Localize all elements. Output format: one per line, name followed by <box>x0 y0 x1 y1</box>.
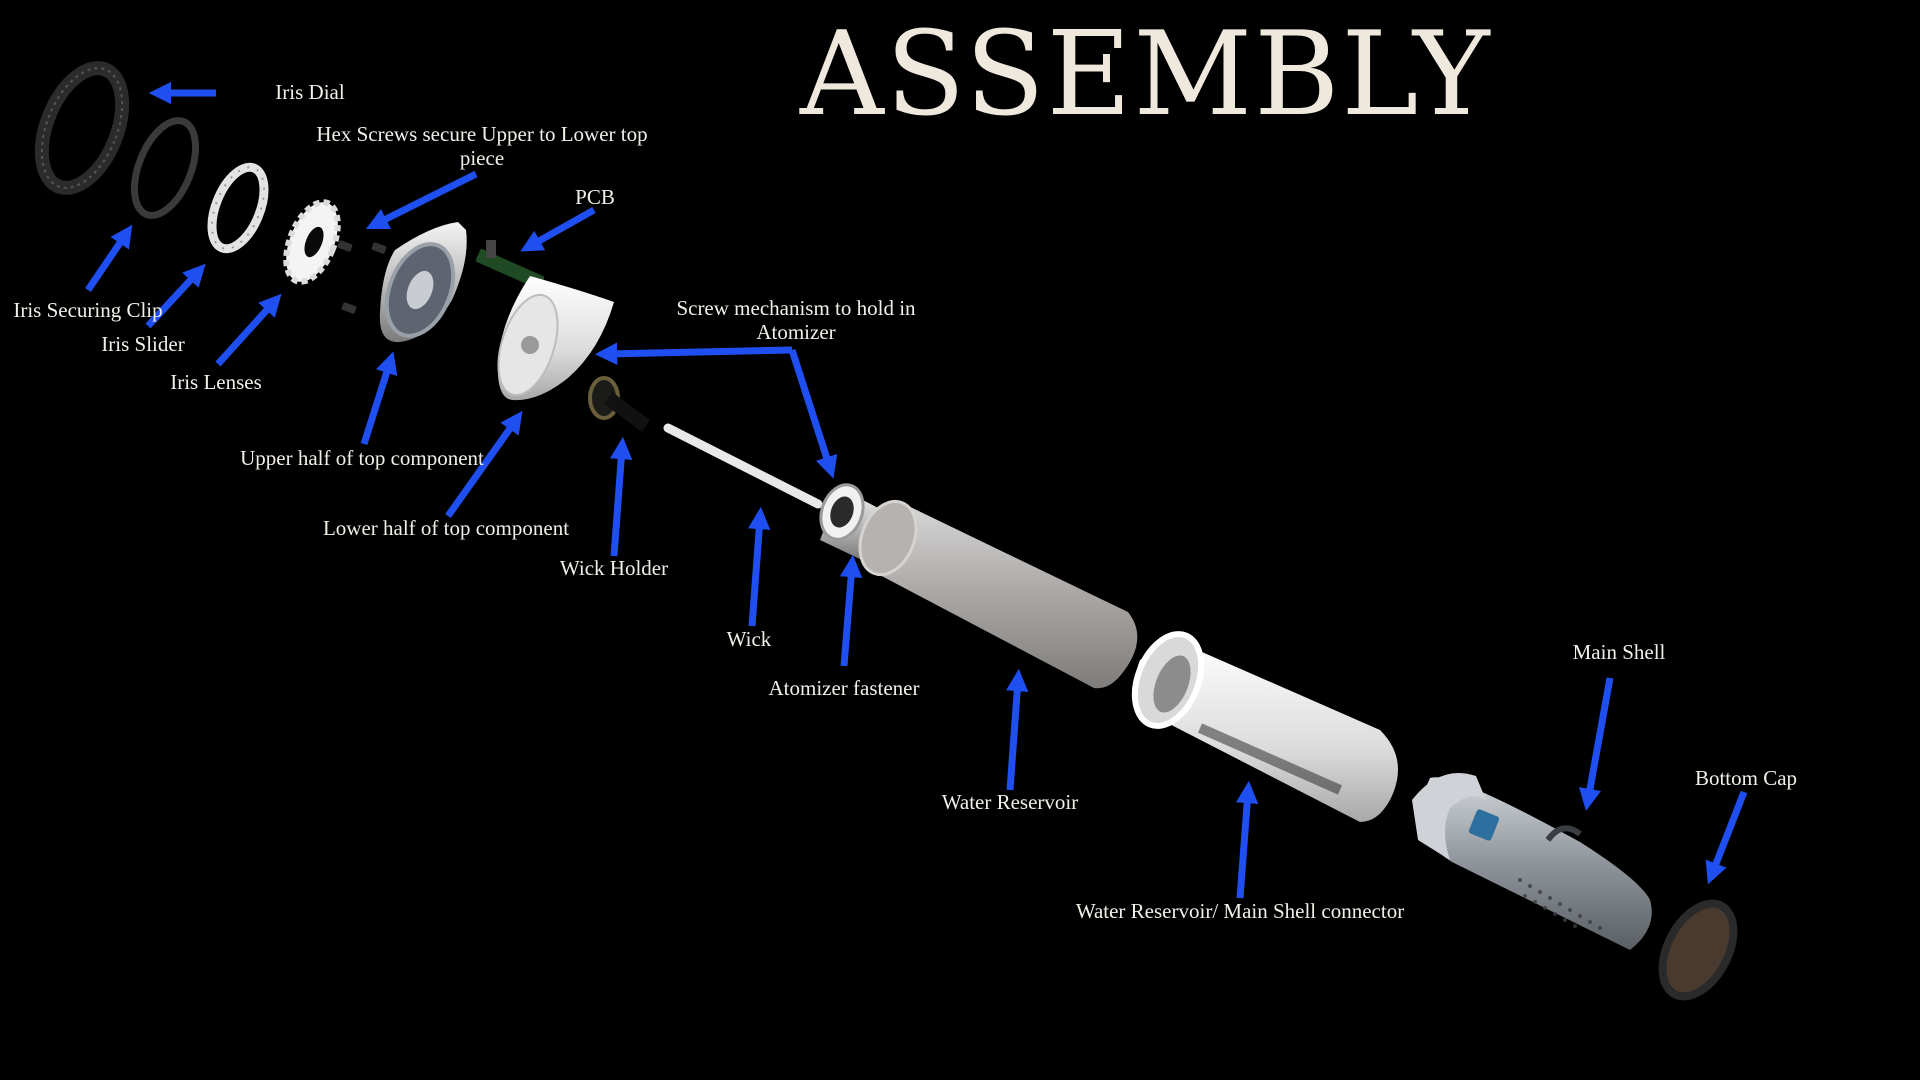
label-hex-screws: Hex Screws secure Upper to Lower top pie… <box>316 122 648 170</box>
label-water-reservoir: Water Reservoir <box>941 790 1079 814</box>
arrow-bottom-cap <box>1705 790 1748 885</box>
arrow-connector <box>1235 780 1259 899</box>
atomizer-fastener-part <box>819 483 882 560</box>
pointer-arrows <box>85 81 1748 899</box>
water-reservoir-part <box>858 499 1138 689</box>
label-iris-slider: Iris Slider <box>101 332 185 356</box>
label-connector: Water Reservoir/ Main Shell connector <box>1075 899 1405 923</box>
arrow-pcb <box>520 206 596 252</box>
hex-screws-part <box>337 240 387 314</box>
label-main-shell: Main Shell <box>1572 640 1666 664</box>
iris-dial-part <box>34 61 130 195</box>
label-lower-half: Lower half of top component <box>322 516 570 540</box>
iris-slider-part <box>207 162 269 254</box>
iris-securing-clip-part <box>130 117 200 219</box>
label-pcb: PCB <box>575 185 615 209</box>
arrow-hex-screws <box>365 170 478 230</box>
iris-lenses-part <box>283 199 341 285</box>
label-screw-mechanism: Screw mechanism to hold in Atomizer <box>676 296 916 344</box>
arrow-wick-holder <box>610 436 633 557</box>
arrow-iris-slider <box>145 263 206 329</box>
main-shell-part <box>1412 773 1652 950</box>
arrow-wick <box>748 506 771 627</box>
label-upper-half: Upper half of top component <box>240 446 484 470</box>
pcb-part <box>475 240 545 289</box>
bottom-cap-part <box>1658 899 1738 1001</box>
arrow-main-shell <box>1578 677 1614 812</box>
arrow-lower-half <box>445 410 523 519</box>
arrow-screw-mechanism <box>594 342 793 365</box>
connector-part <box>1131 631 1398 822</box>
arrow-iris-securing-clip <box>85 224 133 292</box>
label-iris-lenses: Iris Lenses <box>170 370 262 394</box>
label-iris-dial: Iris Dial <box>275 80 345 104</box>
label-iris-securing-clip: Iris Securing Clip <box>13 298 163 322</box>
label-wick: Wick <box>726 627 772 651</box>
label-atomizer-fastener: Atomizer fastener <box>768 676 920 700</box>
wick-part <box>663 423 823 509</box>
arrow-iris-lenses <box>215 293 282 367</box>
upper-half-part <box>379 222 467 343</box>
arrow-atomizer-fastener <box>839 554 863 667</box>
label-wick-holder: Wick Holder <box>559 556 669 580</box>
arrow-water-reservoir <box>1006 668 1029 791</box>
arrow-upper-half <box>360 351 398 446</box>
wick-holder-part <box>588 376 650 432</box>
lower-half-part <box>497 276 614 401</box>
arrow-screw-mechanism-2 <box>788 348 838 479</box>
label-bottom-cap: Bottom Cap <box>1694 766 1798 790</box>
page-title: ASSEMBLY <box>800 7 1492 142</box>
